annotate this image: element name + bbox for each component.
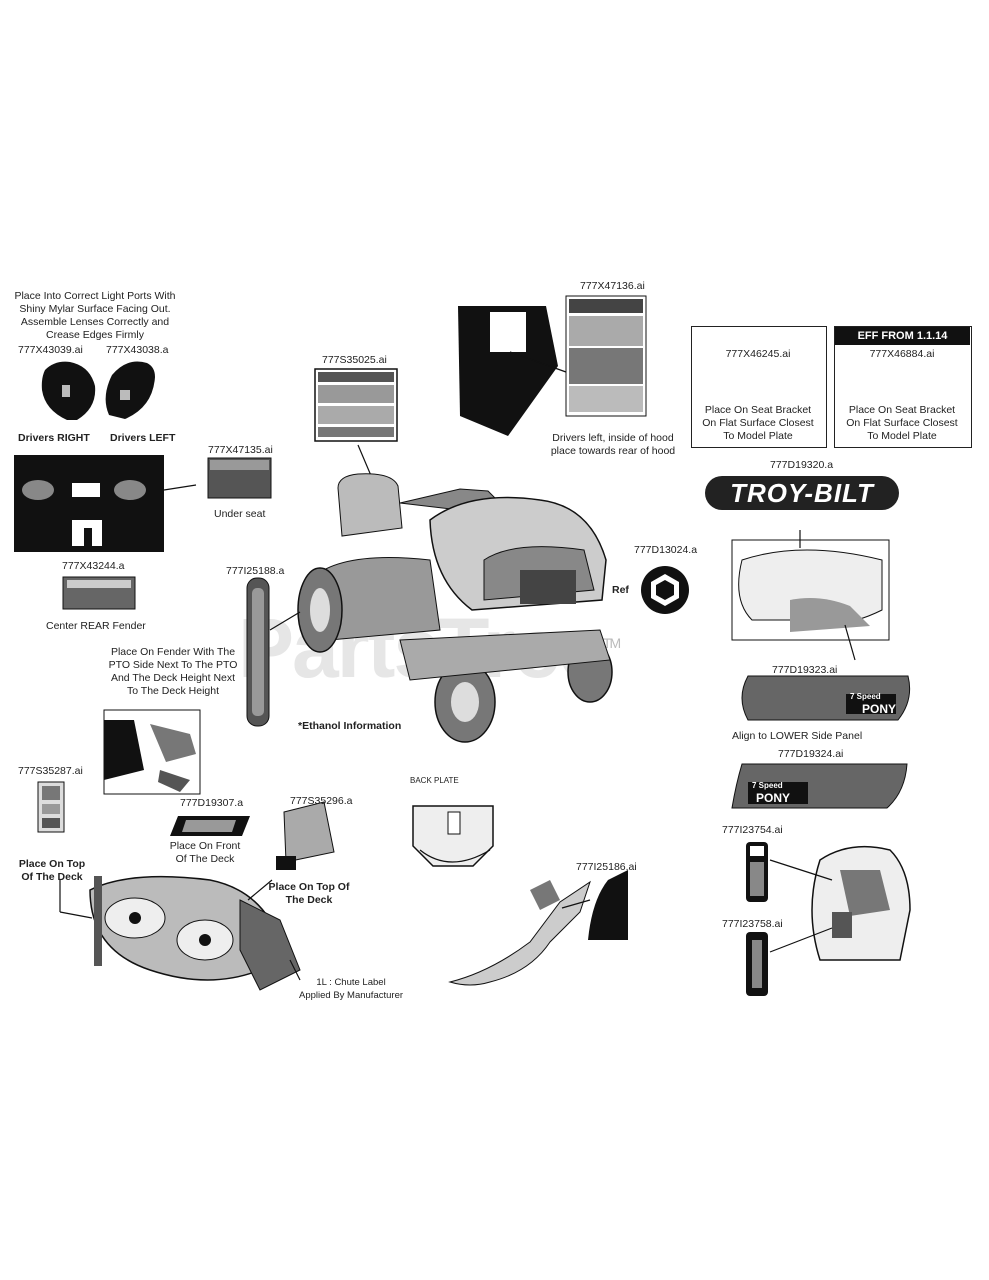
- troy-bilt-logo-decal: TROY-BILT: [705, 476, 899, 510]
- part-777X46884: 777X46884.ai: [869, 348, 935, 360]
- top-deck-line: Of The Deck: [21, 871, 83, 883]
- drivers-right-label: Drivers RIGHT: [18, 432, 90, 444]
- place-top-deck-left-note: Place On Top Of The Deck: [10, 858, 94, 884]
- part-777D19323: 777D19323.ai: [772, 664, 838, 676]
- top-deck-line: Place On Top Of: [268, 881, 350, 893]
- pony-upper-speed: 7 Speed: [752, 781, 783, 790]
- front-deck-line: Place On Front: [169, 840, 241, 852]
- seat-bracket-line: On Flat Surface Closest: [702, 417, 814, 429]
- lens-note-line: Crease Edges Firmly: [45, 329, 145, 341]
- lens-note-line: Shiny Mylar Surface Facing Out.: [19, 303, 171, 315]
- part-777D13024: 777D13024.a: [634, 544, 698, 556]
- side-decal-777I25186: [588, 870, 628, 940]
- part-777I25186: 777I25186.ai: [576, 861, 637, 873]
- part-777I23758: 777I23758.ai: [722, 918, 783, 930]
- fender-note-line: To The Deck Height: [126, 685, 220, 697]
- part-777X46245: 777X46245.ai: [725, 348, 791, 360]
- seat-bracket-box-2: [834, 326, 972, 448]
- align-lower-note: Align to LOWER Side Panel: [732, 730, 863, 742]
- top-deck-line: Place On Top: [18, 858, 86, 870]
- mower-deck-illustration: [59, 875, 301, 991]
- lens-note-line: Assemble Lenses Correctly and: [20, 316, 170, 328]
- part-777S35025: 777S35025.ai: [322, 354, 387, 366]
- back-plate-label: BACK PLATE: [410, 776, 459, 785]
- part-777S35296: 777S35296.a: [290, 795, 353, 807]
- part-777I25188: 777I25188.a: [226, 565, 285, 577]
- ref-label: Ref: [612, 584, 629, 596]
- part-777X43244: 777X43244.a: [62, 560, 125, 572]
- seat-bracket-line: Place On Seat Bracket: [848, 404, 956, 416]
- tractor-illustration: [297, 473, 613, 743]
- part-777X43039: 777X43039.ai: [18, 344, 83, 356]
- foot-pedal-illustration: [448, 880, 591, 986]
- part-777S35287: 777S35287.ai: [18, 765, 83, 777]
- back-plate-illustration: [412, 805, 494, 867]
- seat-bracket-note-2: Place On Seat Bracket On Flat Surface Cl…: [834, 404, 970, 443]
- fender-note-line: Place On Fender With The: [110, 646, 236, 658]
- seat-bracket-line: To Model Plate: [867, 430, 937, 442]
- pony-lower-speed: 7 Speed: [850, 692, 881, 701]
- fender-note-line: And The Deck Height Next: [110, 672, 236, 684]
- top-deck-line: The Deck: [285, 894, 333, 906]
- watermark-tm: TM: [602, 635, 621, 651]
- hood-photo: [458, 306, 558, 436]
- pony-lower-text: PONY: [862, 702, 897, 716]
- drivers-left-hood-note: Drivers left, inside of hood place towar…: [540, 432, 686, 458]
- front-deck-line: Of The Deck: [175, 853, 235, 865]
- seat-bracket-line: Place On Seat Bracket: [704, 404, 812, 416]
- drivers-left-label: Drivers LEFT: [110, 432, 176, 444]
- fender-note: Place On Fender With The PTO Side Next T…: [98, 646, 248, 698]
- part-777X43038: 777X43038.a: [106, 344, 169, 356]
- dash-illustration: [769, 845, 911, 961]
- seat-bracket-note-1: Place On Seat Bracket On Flat Surface Cl…: [691, 404, 825, 443]
- fender-note-line: PTO Side Next To The PTO: [108, 659, 238, 671]
- part-777I23754: 777I23754.ai: [722, 824, 783, 836]
- chute-note-line: Applied By Manufacturer: [298, 990, 404, 1001]
- chute-note-line: 1L : Chute Label: [316, 977, 386, 988]
- place-front-deck-note: Place On Front Of The Deck: [160, 840, 250, 866]
- part-777D19320: 777D19320.a: [770, 459, 834, 471]
- deck-top-decal-mid: [283, 801, 335, 863]
- part-777X47135: 777X47135.ai: [208, 444, 273, 456]
- part-777X47136: 777X47136.ai: [580, 280, 645, 292]
- under-seat-note: Under seat: [214, 508, 266, 520]
- eff-from-banner: EFF FROM 1.1.14: [835, 327, 970, 345]
- seat-bracket-box-1: [691, 326, 827, 448]
- place-top-deck-mid-note: Place On Top Of The Deck: [264, 881, 354, 907]
- lens-left-decal: [105, 361, 155, 419]
- ethanol-info-label: *Ethanol Information: [298, 720, 402, 732]
- chute-label-note: 1L : Chute Label Applied By Manufacturer: [296, 976, 406, 1002]
- pony-upper-text: PONY: [756, 791, 791, 805]
- part-777D19324: 777D19324.ai: [778, 748, 844, 760]
- seat-bracket-line: To Model Plate: [723, 430, 793, 442]
- center-rear-fender-note: Center REAR Fender: [46, 620, 146, 632]
- lens-note-line: Place Into Correct Light Ports With: [14, 290, 176, 302]
- part-777D19307: 777D19307.a: [180, 797, 244, 809]
- hood-note-line: Drivers left, inside of hood: [552, 432, 674, 444]
- seat-bracket-line: On Flat Surface Closest: [846, 417, 958, 429]
- hood-note-line: place towards rear of hood: [550, 445, 676, 457]
- lens-note: Place Into Correct Light Ports With Shin…: [10, 290, 180, 342]
